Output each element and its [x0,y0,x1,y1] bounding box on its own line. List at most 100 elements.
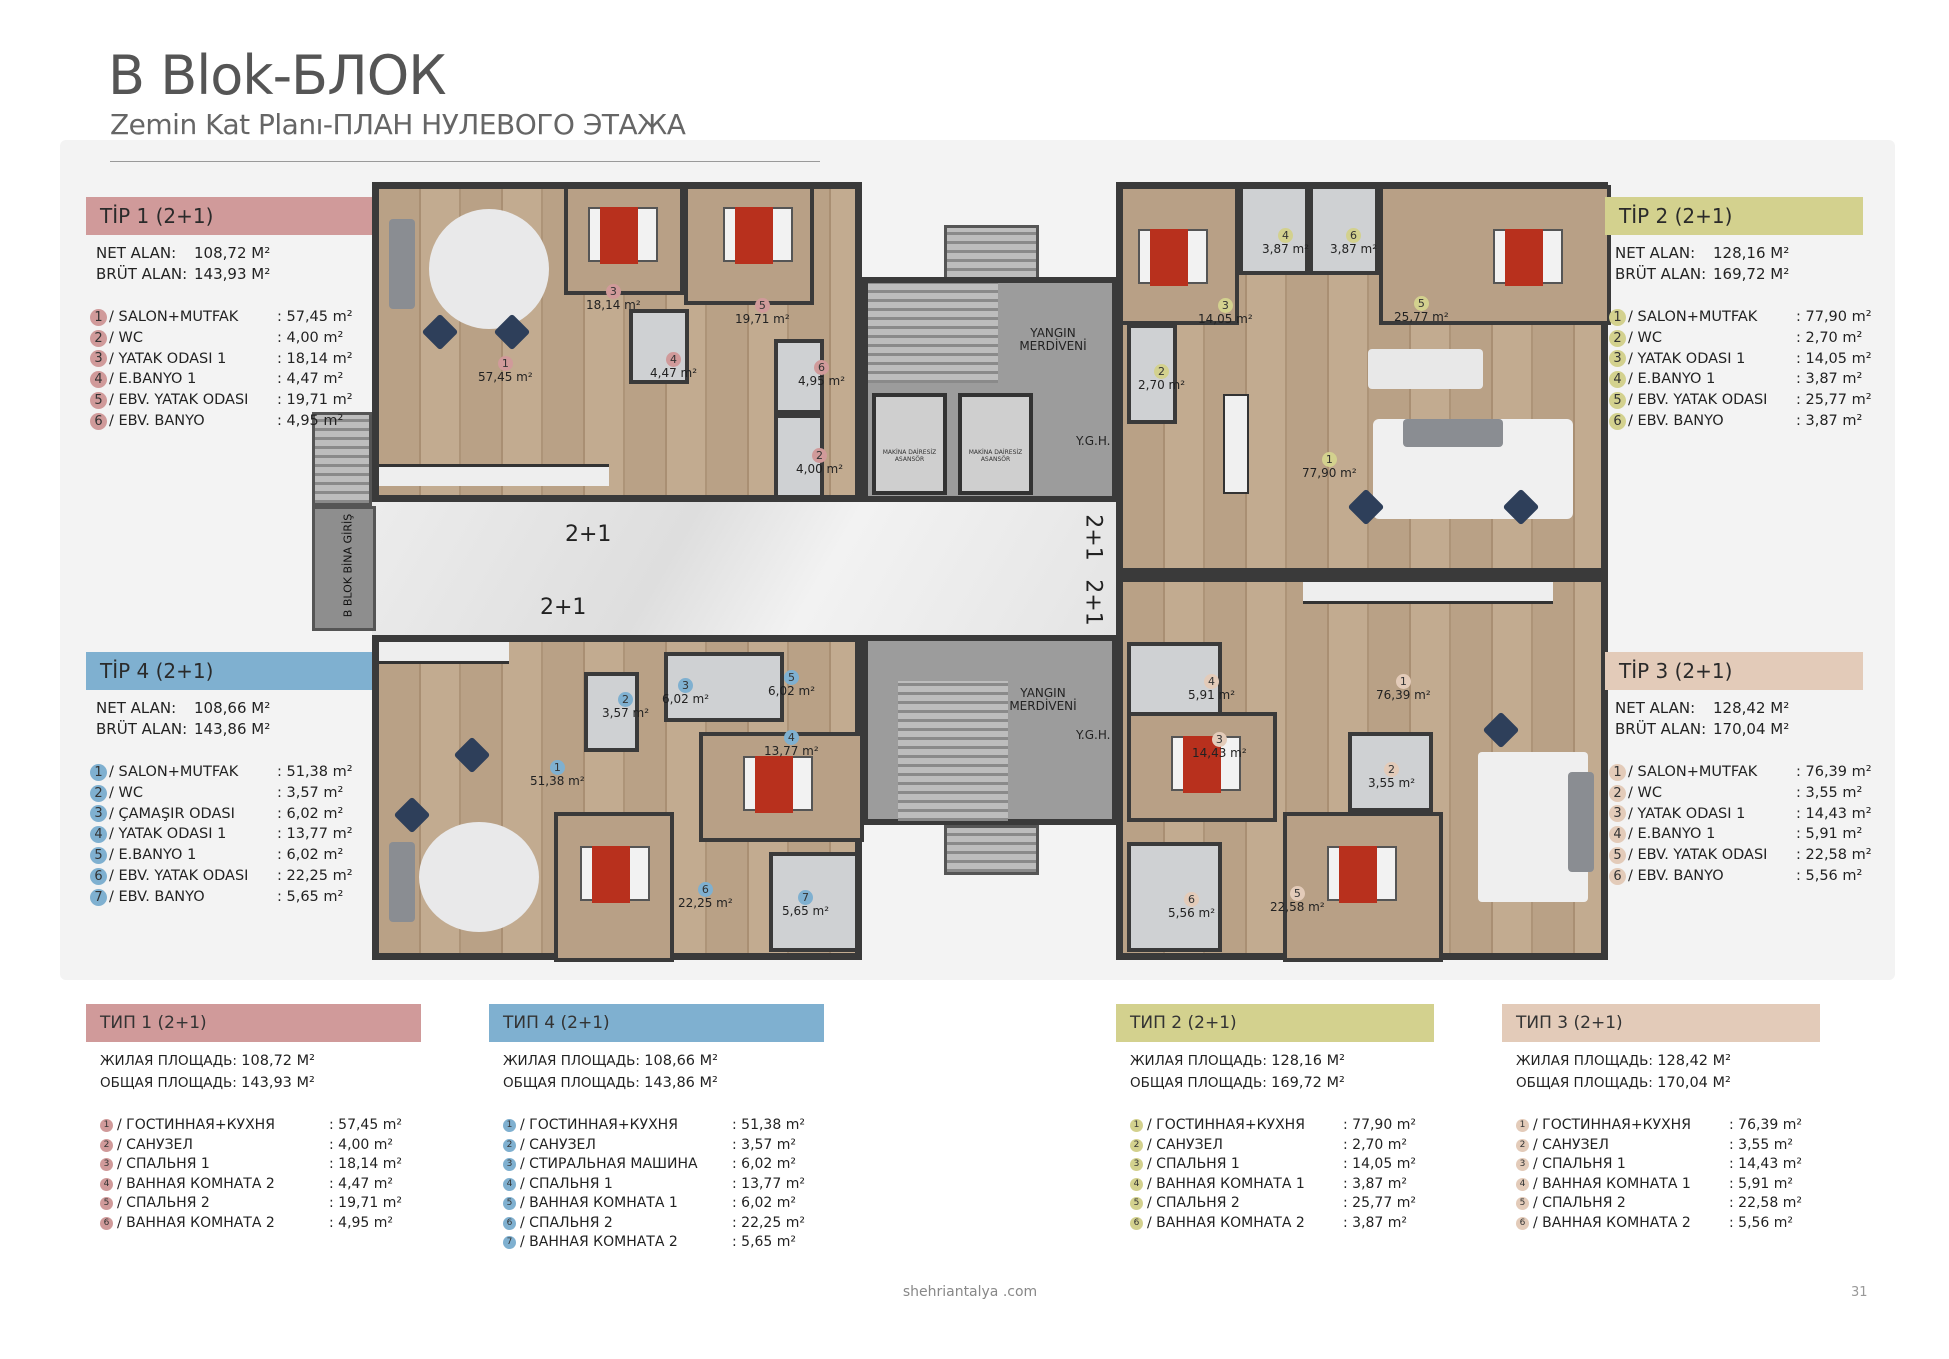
room-name: / E.BANYO 1 [1628,826,1716,843]
fire-stairs-top-steps [944,225,1039,283]
room-number-badge: 4 [1609,371,1626,389]
room-name: / SALON+MUTFAK [109,309,239,325]
room-area: : 13,77 m² [277,826,353,843]
brut-area-row: BRÜT ALAN:143,86 M² [96,719,270,740]
room-name: / ВАННАЯ КОМНАТА 2 [520,1234,678,1250]
room-row: 5/ EBV. YATAK ODASI: 19,71 m² [90,390,353,411]
room-area-label: 3,55 m² [1368,776,1416,790]
room-number-badge: 4 [90,371,107,389]
room-area: : 18,14 m² [329,1156,402,1172]
brut-area-value: 169,72 M² [1713,265,1790,283]
room-area: : 57,45 m² [329,1117,402,1133]
room-number-badge: 5 [784,670,800,685]
room-number-badge: 5 [1609,847,1626,865]
room-name: / WC [109,784,143,801]
room-row: 3/ СТИРАЛЬНАЯ МАШИНА: 6,02 m² [503,1155,824,1175]
room-area: : 3,87 m² [1343,1214,1408,1231]
room-area: : 14,43 m² [1729,1156,1802,1172]
apartment-tip3 [1116,575,1608,962]
room-area: : 51,38 m² [277,764,353,780]
room-area: : 4,00 m² [277,329,344,346]
room-area: : 4,95 m² [277,412,344,429]
room-number-badge: 1 [1609,763,1626,781]
room-name: / EBV. BANYO [1628,412,1724,429]
room-row: 3/ СПАЛЬНЯ 1: 14,43 m² [1516,1155,1820,1175]
room-row: 5/ EBV. YATAK ODASI: 22,58 m² [1609,845,1872,866]
room-number-badge: 7 [798,890,814,905]
apartment-tip4 [372,635,864,962]
tip-header: TİP 3 (2+1) [1605,652,1863,690]
room-row: 3/ СПАЛЬНЯ 1: 18,14 m² [100,1155,421,1175]
room-row: 3/ ÇAMAŞIR ODASI: 6,02 m² [90,804,353,825]
room-area-label: 4,47 m² [650,366,698,380]
room-area-label: 3,87 m² [1262,242,1310,256]
room-name: / СПАЛЬНЯ 2 [117,1195,210,1211]
net-area-label: NET ALAN: [96,699,177,717]
net-area-row: ЖИЛАЯ ПЛОЩАДЬ: 128,16 М² [1130,1050,1434,1072]
room-row: 5/ СПАЛЬНЯ 2: 19,71 m² [100,1194,421,1214]
room-name: / САНУЗЕЛ [520,1136,596,1153]
net-area-label: ЖИЛАЯ ПЛОЩАДЬ: [1516,1053,1653,1069]
room-row: 5/ EBV. YATAK ODASI: 25,77 m² [1609,390,1872,411]
room-number-badge: 3 [90,350,107,368]
room-number-badge: 6 [1609,867,1626,885]
room-number-badge: 5 [90,392,107,410]
room-name: / СПАЛЬНЯ 2 [520,1214,613,1231]
room-row: 1/ SALON+MUTFAK: 76,39 m² [1609,762,1872,783]
room-name: / WC [1628,784,1662,801]
room-number-badge: 1 [1321,452,1337,467]
type-card-header: ТИП 1 (2+1) [86,1004,421,1042]
room-area-label: 22,58 m² [1270,900,1325,914]
room-area: : 3,55 m² [1729,1136,1794,1153]
room-row: 7/ EBV. BANYO: 5,65 m² [90,887,353,908]
elevator-1: MAKİNA DAİRESİZ ASANSÖR [872,393,947,495]
room-row: 5/ СПАЛЬНЯ 2: 22,58 m² [1516,1194,1820,1214]
room-area: : 3,57 m² [732,1136,797,1153]
room-name: / ВАННАЯ КОМНАТА 1 [1147,1175,1305,1192]
room-number-badge: 5 [503,1197,516,1211]
room-number-badge: 5 [1289,886,1305,901]
room-name: / EBV. BANYO [1628,867,1724,884]
room-area: : 5,91 m² [1729,1175,1794,1192]
room-name: / СТИРАЛЬНАЯ МАШИНА [520,1156,698,1172]
room-row: 4/ E.BANYO 1: 3,87 m² [1609,369,1872,390]
room-number-badge: 6 [90,412,107,430]
room-area: : 2,70 m² [1796,329,1863,346]
room-row: 1/ ГОСТИННАЯ+КУХНЯ: 77,90 m² [1130,1116,1434,1136]
room-area-label: 5,56 m² [1168,906,1216,920]
room-name: / SALON+MUTFAK [1628,309,1758,325]
room-area: : 57,45 m² [277,309,353,325]
room-number-badge: 3 [90,805,107,823]
room-number-badge: 6 [1346,228,1362,243]
room-number-badge: 3 [1211,732,1227,747]
room-number-badge: 5 [754,298,770,313]
brut-area-label: ОБЩАЯ ПЛОЩАДЬ: [1130,1075,1267,1091]
room-row: 1/ ГОСТИННАЯ+КУХНЯ: 57,45 m² [100,1116,421,1136]
net-area-row: NET ALAN:128,42 M² [1615,698,1789,719]
room-number-badge: 6 [1516,1216,1529,1230]
title-divider [110,161,820,162]
room-number-badge: 1 [90,308,107,326]
room-number-badge: 6 [697,882,713,897]
room-name: / WC [109,329,143,346]
room-area-label: 3,57 m² [602,706,650,720]
brut-area-row: ОБЩАЯ ПЛОЩАДЬ: 169,72 М² [1130,1072,1434,1094]
room-area: : 4,47 m² [329,1175,394,1192]
room-area: : 77,90 m² [1796,309,1872,325]
brut-area-value: 143,86 M² [194,720,271,738]
fire-stairs-label: YANGIN MERDİVENİ [1019,326,1087,353]
room-name: / YATAK ODASI 1 [109,826,227,843]
